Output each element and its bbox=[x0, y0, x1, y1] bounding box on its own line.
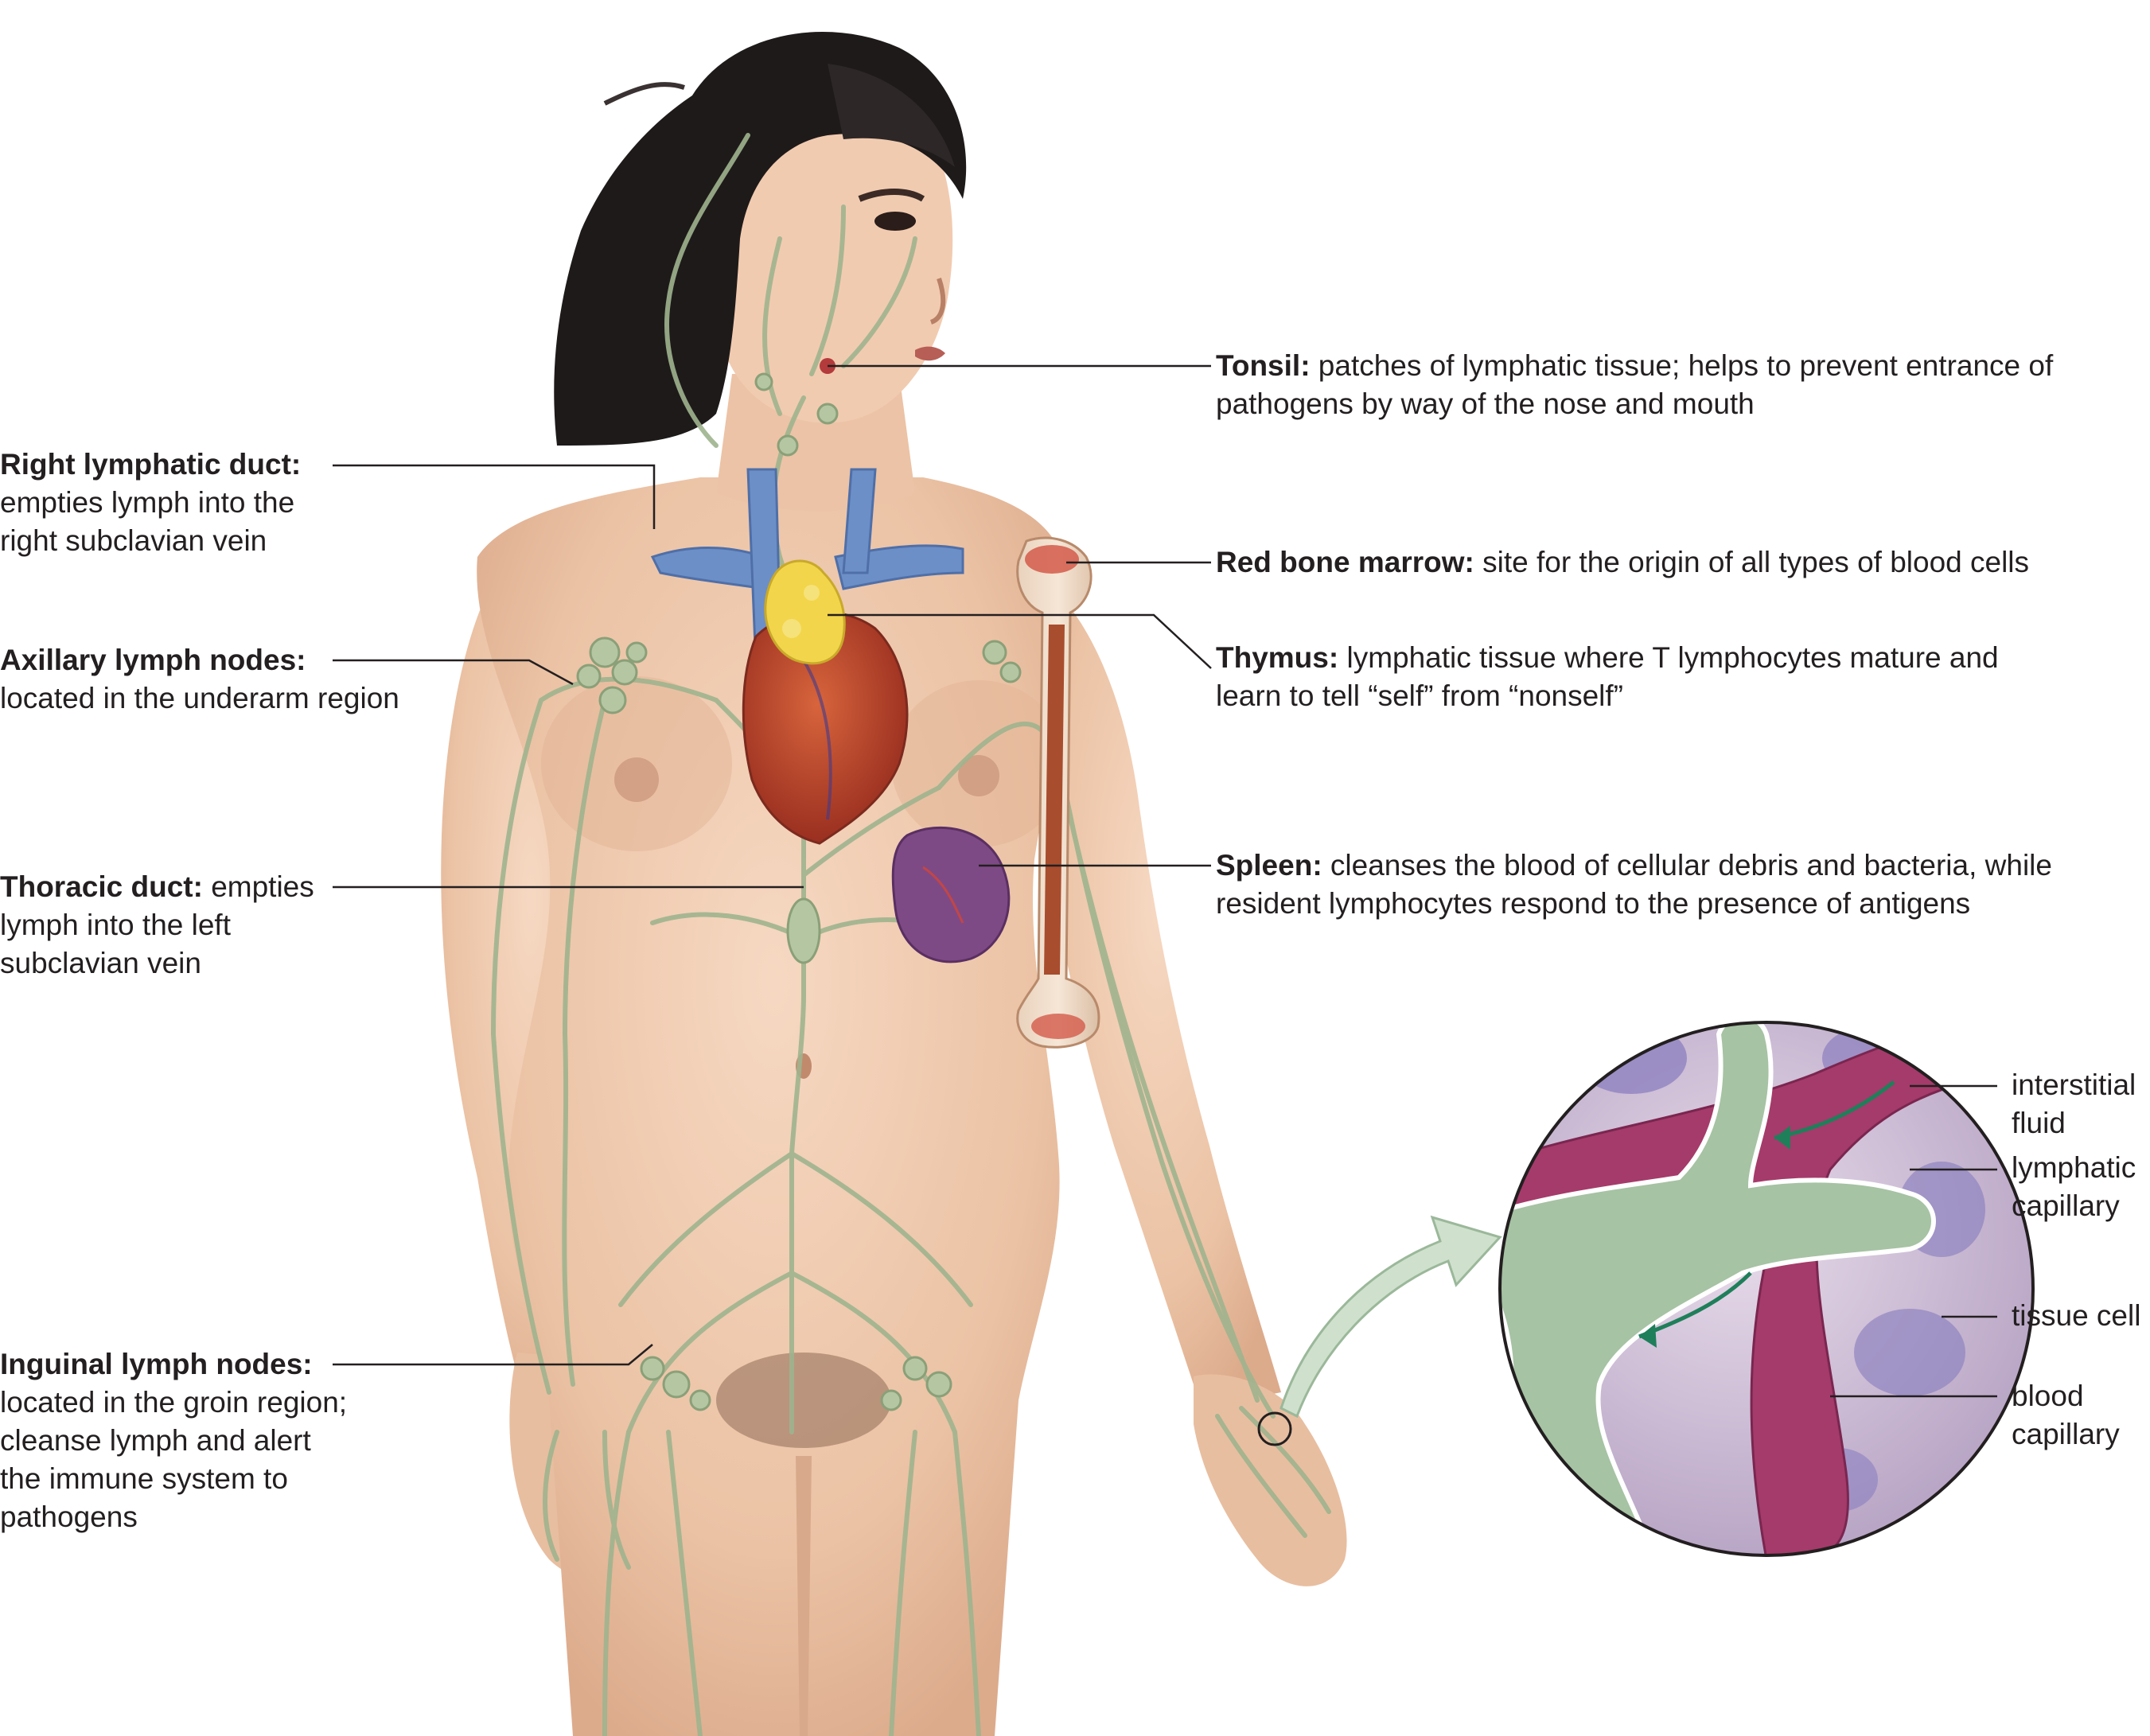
label-red-bone-marrow: Red bone marrow: site for the origin of … bbox=[1216, 543, 2029, 582]
label-tonsil-desc: patches of lymphatic tissue; helps to pr… bbox=[1318, 349, 2054, 382]
label-axillary-lymph-nodes: Axillary lymph nodes: located in the und… bbox=[0, 641, 399, 718]
label-tissue-cell: tissue cell bbox=[2012, 1297, 2140, 1335]
label-thymus-desc: lymphatic tissue where T lymphocytes mat… bbox=[1346, 641, 1999, 674]
label-thoracic-term: Thoracic duct: bbox=[0, 870, 203, 903]
label-right-lymphatic-duct-desc-2: right subclavian vein bbox=[0, 524, 267, 557]
label-inguinal-desc-3: the immune system to bbox=[0, 1462, 288, 1495]
label-right-lymphatic-duct: Right lymphatic duct: empties lymph into… bbox=[0, 446, 301, 560]
label-tissue-cell-1: tissue cell bbox=[2012, 1299, 2141, 1332]
label-inguinal-desc-4: pathogens bbox=[0, 1501, 138, 1533]
label-axillary-desc: located in the underarm region bbox=[0, 682, 399, 714]
long-bone bbox=[1016, 536, 1100, 1049]
heart bbox=[742, 610, 909, 845]
label-thymus-desc-2: learn to tell “self” from “nonself” bbox=[1216, 679, 1624, 712]
label-right-lymphatic-duct-term: Right lymphatic duct: bbox=[0, 448, 302, 481]
lymph-nodes bbox=[576, 372, 1022, 1411]
label-right-lymphatic-duct-desc: empties lymph into the bbox=[0, 486, 295, 519]
leader-lines bbox=[333, 364, 1997, 1398]
label-thoracic-desc-3: subclavian vein bbox=[0, 947, 201, 979]
label-spleen-desc-2: resident lymphocytes respond to the pres… bbox=[1216, 887, 1971, 920]
label-inguinal-term: Inguinal lymph nodes: bbox=[0, 1348, 313, 1380]
label-axillary-term: Axillary lymph nodes: bbox=[0, 644, 306, 676]
label-tonsil-term: Tonsil: bbox=[1216, 349, 1311, 382]
label-inguinal-lymph-nodes: Inguinal lymph nodes: located in the gro… bbox=[0, 1345, 347, 1536]
label-lymphatic-capillary-1: lymphatic bbox=[2012, 1151, 2136, 1184]
label-inguinal-desc: located in the groin region; bbox=[0, 1386, 348, 1419]
label-lymphatic-capillary: lymphatic capillary bbox=[2012, 1149, 2136, 1225]
magnify-arrow bbox=[1279, 1215, 1502, 1419]
label-thoracic-desc: empties bbox=[211, 870, 314, 903]
spleen bbox=[891, 826, 1011, 963]
capillary-inset bbox=[1498, 1021, 2035, 1557]
label-spleen-term: Spleen: bbox=[1216, 849, 1322, 882]
label-interstitial-1: interstitial bbox=[2012, 1068, 2136, 1101]
label-blood-capillary-2: capillary bbox=[2012, 1418, 2120, 1450]
label-spleen: Spleen: cleanses the blood of cellular d… bbox=[1216, 847, 2052, 923]
label-inguinal-desc-2: cleanse lymph and alert bbox=[0, 1424, 311, 1457]
label-thymus: Thymus: lymphatic tissue where T lymphoc… bbox=[1216, 639, 1999, 715]
label-tonsil: Tonsil: patches of lymphatic tissue; hel… bbox=[1216, 347, 2053, 423]
wrist-detail-marker bbox=[1257, 1411, 1292, 1446]
label-spleen-desc: cleanses the blood of cellular debris an… bbox=[1330, 849, 2052, 882]
label-interstitial-2: fluid bbox=[2012, 1107, 2066, 1139]
label-blood-capillary: blood capillary bbox=[2012, 1377, 2120, 1454]
label-tonsil-desc-2: pathogens by way of the nose and mouth bbox=[1216, 387, 1755, 420]
label-thymus-term: Thymus: bbox=[1216, 641, 1339, 674]
coronary-vessel bbox=[802, 659, 832, 820]
lymph-vessels bbox=[490, 133, 1331, 1736]
label-red-bone-marrow-term: Red bone marrow: bbox=[1216, 546, 1474, 578]
splenic-vessel bbox=[922, 866, 964, 924]
label-thoracic-duct: Thoracic duct: empties lymph into the le… bbox=[0, 868, 314, 983]
label-interstitial-fluid: interstitial fluid bbox=[2012, 1066, 2136, 1142]
label-thoracic-desc-2: lymph into the left bbox=[0, 909, 231, 941]
thymus bbox=[764, 559, 846, 665]
label-blood-capillary-1: blood bbox=[2012, 1380, 2084, 1412]
label-red-bone-marrow-desc: site for the origin of all types of bloo… bbox=[1482, 546, 2030, 578]
label-lymphatic-capillary-2: capillary bbox=[2012, 1189, 2120, 1222]
